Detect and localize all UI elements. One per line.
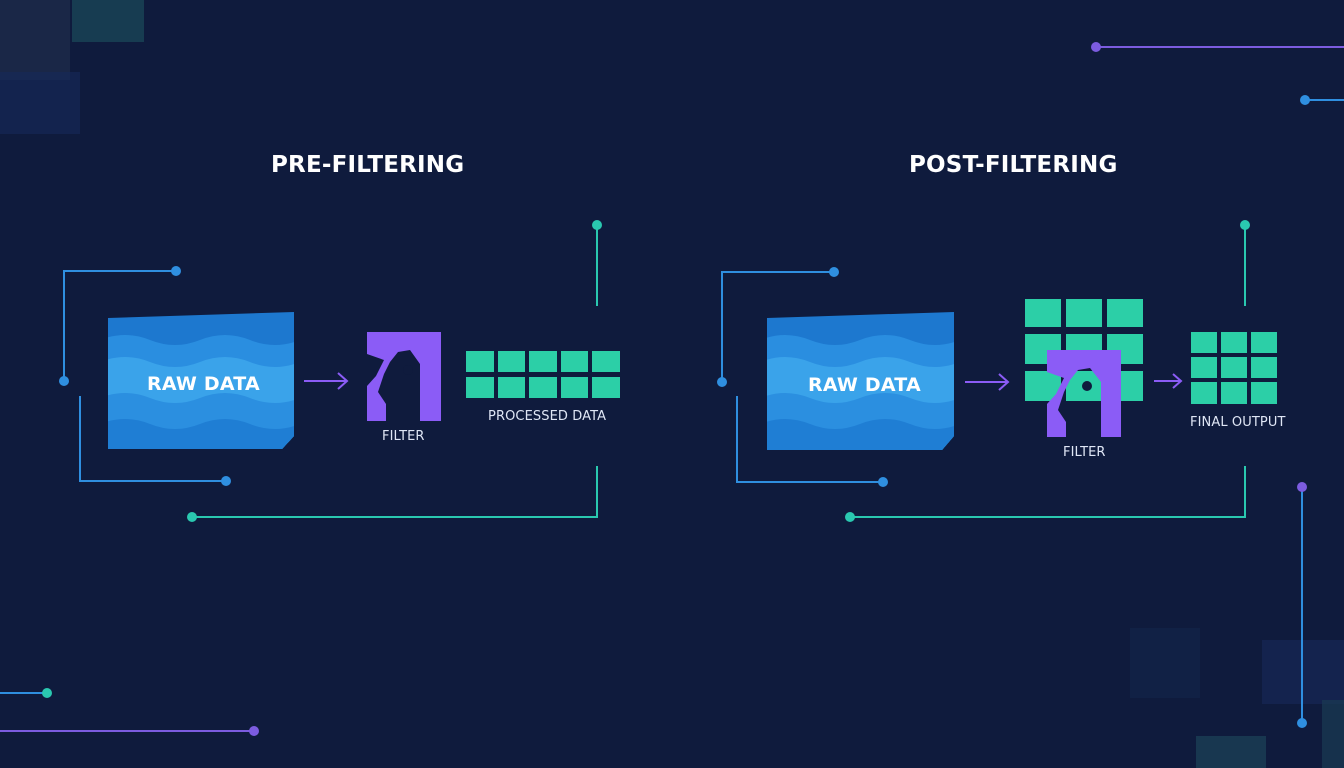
arrow-right-icon-post-1 bbox=[965, 373, 1010, 391]
pre-filter-label: FILTER bbox=[382, 429, 425, 444]
arrow-right-icon-post-2 bbox=[1154, 373, 1183, 389]
data-grid-icon bbox=[466, 351, 620, 398]
wave-stack-icon-post bbox=[767, 312, 954, 450]
wave-stack-icon bbox=[108, 312, 294, 449]
post-filtering-title: POST-FILTERING bbox=[909, 152, 1118, 178]
post-raw-data-label: RAW DATA bbox=[808, 374, 921, 396]
circuit-lines bbox=[0, 46, 1344, 732]
post-filter-label: FILTER bbox=[1063, 445, 1106, 460]
arrow-right-icon bbox=[304, 372, 349, 390]
filter-funnel-icon-post bbox=[1047, 350, 1121, 437]
post-output-label: FINAL OUTPUT bbox=[1190, 415, 1286, 430]
pre-raw-data-label: RAW DATA bbox=[147, 373, 260, 395]
filter-funnel-icon bbox=[367, 332, 441, 421]
data-grid-icon-post-final bbox=[1191, 332, 1277, 404]
pre-output-label: PROCESSED DATA bbox=[488, 409, 607, 424]
circuit-nodes bbox=[42, 42, 1310, 736]
pre-filtering-title: PRE-FILTERING bbox=[271, 152, 465, 178]
